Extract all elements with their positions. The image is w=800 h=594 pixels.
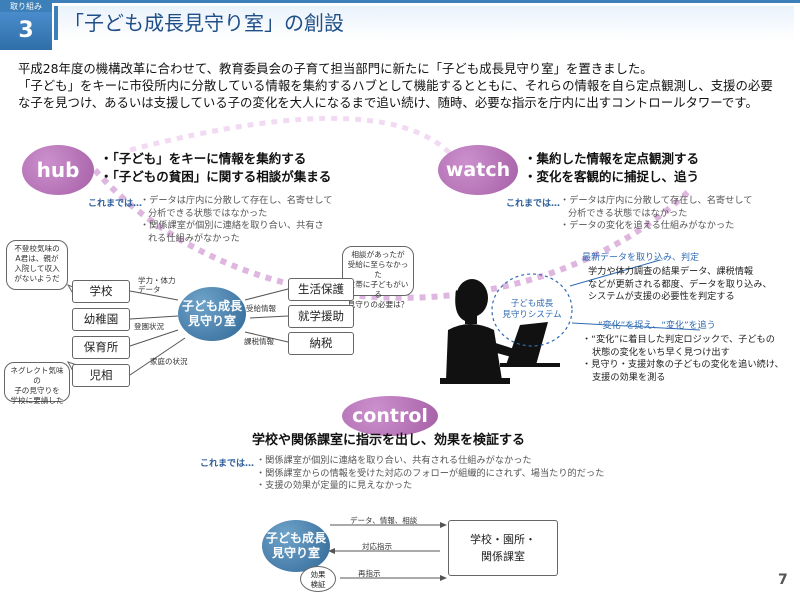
bubble-left-bottom: ネグレクト気味の 子の見守りを 学校に要請した <box>4 362 70 405</box>
center-line: 子ども成長 <box>181 299 242 313</box>
label-jukyu: 受給情報 <box>246 304 276 313</box>
dotted-arc <box>92 168 693 301</box>
bottom-center-circle: 子ども成長 見守り室 <box>262 520 330 572</box>
intro-line: 平成28年度の機構改革に合わせて、教育委員会の子育て担当部門に新たに「子ども成長… <box>18 61 653 76</box>
bubble-line: 子の見守りを <box>14 386 60 395</box>
control-headline: 学校や関係課室に指示を出し、効果を検証する <box>252 433 526 448</box>
hub-prev-line: 分析できる状態ではなかった <box>148 207 268 219</box>
section-tag: 取り組み <box>0 0 52 13</box>
arrow-label-taio: 対応指示 <box>362 542 392 551</box>
target-box: 学校・園所・ 関係課室 <box>448 520 558 576</box>
latest-title: 最新データを取り込み、判定 <box>582 253 700 263</box>
label-gakuryoku: 学力・体力 データ <box>138 276 176 294</box>
system-label: 子ども成長 見守りシステム <box>496 299 568 321</box>
change-line: 支援の効果を測る <box>592 371 666 383</box>
bubble-line: 学校に要請した <box>10 396 64 405</box>
target-line: 関係課室 <box>481 550 525 563</box>
page-number: 7 <box>778 572 788 588</box>
latest-line: 学力や体力調査の結果データ、課税情報 <box>588 266 754 277</box>
system-ellipse <box>491 273 573 347</box>
hub-prev-line: ・データは庁内に分散して存在し、名寄せして <box>140 195 333 206</box>
change-text: ・“変化”に着目した判定ロジックで、子どもの 状態の変化をいち早く見つけ出す ・… <box>582 334 794 384</box>
bubble-line: がないようだ <box>14 274 60 283</box>
bubble-line: 相談があったが <box>351 250 405 259</box>
hub-headline-1: ・「子ども」をキーに情報を集約する <box>100 151 307 166</box>
flow-label-line: 学力・体力 <box>138 276 176 285</box>
watch-headline-2: ・変化を客観的に捕捉し、追う <box>524 169 700 184</box>
control-badge: control <box>342 396 438 436</box>
change-line: ・“変化”に着目した判定ロジックで、子どもの <box>582 334 775 345</box>
dotted-arc-top <box>129 115 463 167</box>
label-kazei: 課税情報 <box>244 337 274 346</box>
system-label-line: 見守りシステム <box>502 310 562 320</box>
watch-prev-line: ・データは庁内に分散して存在し、名寄せして <box>560 195 753 206</box>
person-silhouette <box>440 279 560 384</box>
hub-prev-text: ・データは庁内に分散して存在し、名寄せして 分析できる状態ではなかった ・関係課… <box>140 195 380 245</box>
box-shugakuenjo: 就学援助 <box>288 305 354 328</box>
hub-previously: これまでは… <box>88 199 143 209</box>
label-katei: 家庭の状況 <box>150 357 188 366</box>
bubble-left-top: 不登校気味の A君は、親が 入院して収入 がないようだ <box>6 240 68 290</box>
connectors <box>129 288 440 579</box>
header-bar <box>0 0 800 3</box>
verify-line: 効果 <box>310 570 326 579</box>
box-nozei: 納税 <box>288 332 354 355</box>
center-line: 見守り室 <box>187 314 236 328</box>
watch-previously: これまでは… <box>506 199 561 209</box>
control-prev-line: ・関係課室が個別に連絡を取り合い、共有される仕組みがなかった <box>256 455 532 466</box>
arrow-label-data: データ、情報、相談 <box>350 516 418 525</box>
box-seikatsuhogo: 生活保護 <box>288 278 354 301</box>
watch-prev-text: ・データは庁内に分散して存在し、名寄せして 分析できる状態ではなかった ・データ… <box>560 195 795 233</box>
box-yochien: 幼稚園 <box>72 308 130 331</box>
bubble-line: 受給に至らなかった <box>347 260 409 279</box>
hub-prev-line: ・関係課室が個別に連絡を取り合い、共有さ <box>140 220 324 231</box>
box-gakko: 学校 <box>72 280 130 303</box>
watch-headline-1: ・集約した情報を定点観測する <box>524 151 700 166</box>
hub-headline-2: ・「子どもの貧困」に関する相談が集まる <box>100 169 332 184</box>
change-title: “変化”を捉え、“変化”を追う <box>598 321 716 331</box>
hub-center-circle: 子ども成長 見守り室 <box>178 287 246 341</box>
watch-prev-line: 分析できる状態ではなかった <box>568 207 688 219</box>
verify-line: 検証 <box>310 580 326 589</box>
bubble-line: 入院して収入 <box>14 264 60 273</box>
control-previously: これまでは… <box>200 459 255 469</box>
flow-label-line: データ <box>138 285 161 294</box>
box-hoikusho: 保育所 <box>72 336 130 359</box>
intro-line: 「子ども」をキーに市役所内に分散している情報を集約するハブとして機能するとともに… <box>18 78 773 93</box>
bubble-line: A君は、親が <box>15 254 59 263</box>
hub-badge: hub <box>22 145 94 195</box>
bubble-line: 不登校気味の <box>14 244 60 253</box>
label-toen: 登園状況 <box>134 322 164 331</box>
verify-bubble: 効果 検証 <box>300 566 336 592</box>
system-label-line: 子ども成長 <box>510 299 554 309</box>
section-number: 3 <box>0 12 52 50</box>
center-line: 見守り室 <box>271 546 320 560</box>
bubble-right: 相談があったが 受給に至らなかった 世帯に子どもがいる 見守りの必要は？ <box>342 246 414 309</box>
watch-prev-line: ・データの変化を追える仕組みがなかった <box>560 220 735 231</box>
change-line: ・見守り・支援対象の子どもの変化を追い続け、 <box>582 359 784 370</box>
bubble-line: 世帯に子どもがいる <box>347 280 409 299</box>
center-line: 子ども成長 <box>265 531 326 545</box>
control-prev-text: ・関係課室が個別に連絡を取り合い、共有される仕組みがなかった ・関係課室からの情… <box>256 455 656 493</box>
latest-line: などが更新される都度、データを取り込み、 <box>588 278 772 290</box>
hub-prev-line: れる仕組みがなかった <box>148 232 240 244</box>
page-title: 「子ども成長見守り室」の創設 <box>54 6 794 40</box>
control-prev-line: ・支援の効果が定量的に見えなかった <box>256 480 413 491</box>
change-line: 状態の変化をいち早く見つけ出す <box>592 346 730 358</box>
bubble-line: ネグレクト気味の <box>10 366 64 385</box>
bubble-line: 見守りの必要は？ <box>347 300 409 309</box>
arrow-label-saishiji: 再指示 <box>358 569 381 578</box>
watch-badge: watch <box>438 145 518 195</box>
latest-line: システムが支援の必要性を判定する <box>588 291 735 302</box>
intro-text: 平成28年度の機構改革に合わせて、教育委員会の子育て担当部門に新たに「子ども成長… <box>18 60 788 111</box>
box-jiso: 児相 <box>72 364 130 387</box>
target-line: 学校・園所・ <box>470 533 536 546</box>
intro-line: な子を見つけ、あるいは支援している子の変化を大人になるまで追い続け、随時、必要な… <box>18 95 758 110</box>
control-prev-line: ・関係課室からの情報を受けた対応のフォローが組織的にされず、場当たり的だった <box>256 467 605 479</box>
latest-text: 学力や体力調査の結果データ、課税情報 などが更新される都度、データを取り込み、 … <box>588 266 793 304</box>
